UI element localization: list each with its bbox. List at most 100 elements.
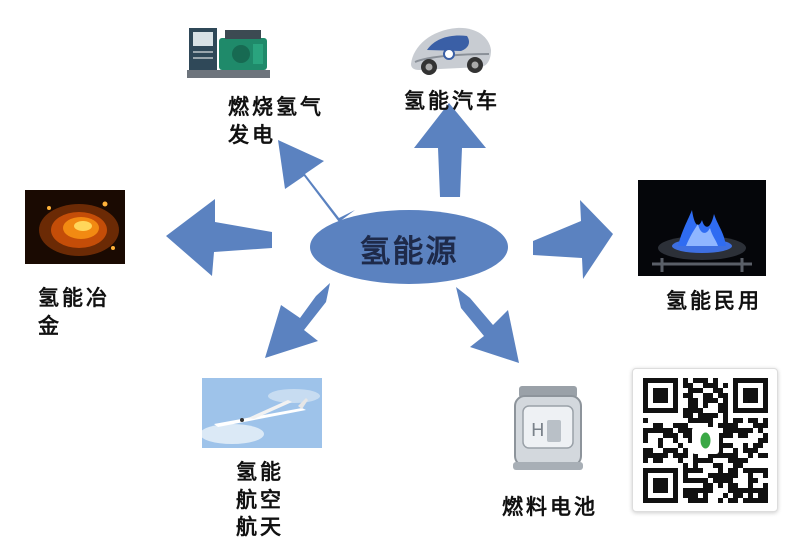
qr-module [718, 433, 723, 438]
label-line: 发电 [228, 121, 276, 147]
label-metallurgy: 氢能冶 金 [38, 284, 110, 339]
qr-module [733, 498, 738, 503]
qr-module [708, 453, 713, 458]
qr-module [718, 403, 723, 408]
qr-module [713, 388, 718, 393]
qr-module [663, 448, 668, 453]
qr-module [698, 488, 703, 493]
qr-module [753, 443, 758, 448]
qr-module [653, 428, 658, 433]
qr-module [718, 468, 723, 473]
qr-module [738, 488, 743, 493]
qr-module [693, 498, 698, 503]
qr-module [748, 453, 753, 458]
qr-module [758, 493, 763, 498]
qr-module [683, 393, 688, 398]
qr-module [723, 423, 728, 428]
center-hub [310, 210, 508, 284]
qr-module [703, 488, 708, 493]
qr-module [698, 478, 703, 483]
qr-module [653, 453, 658, 458]
qr-module [728, 498, 733, 503]
qr-module [718, 388, 723, 393]
qr-module [723, 418, 728, 423]
qr-module [733, 428, 738, 433]
qr-module [693, 408, 698, 413]
label-line: 氢能冶 [38, 285, 110, 310]
qr-module [723, 493, 728, 498]
qr-module [643, 458, 648, 463]
qr-module [718, 438, 723, 443]
molten-metal-icon [25, 190, 125, 264]
qr-module [748, 483, 753, 488]
qr-module [763, 418, 768, 423]
qr-module [643, 438, 648, 443]
qr-module [658, 423, 663, 428]
qr-module [733, 418, 738, 423]
qr-module [763, 488, 768, 493]
qr-module [743, 448, 748, 453]
qr-code-icon [632, 368, 778, 512]
qr-logo-leaf-icon [700, 432, 711, 449]
qr-module [723, 473, 728, 478]
arrow-to-fuel-cell [456, 287, 519, 363]
qr-module [728, 453, 733, 458]
qr-module [688, 478, 693, 483]
qr-module [683, 423, 688, 428]
qr-module [673, 423, 678, 428]
qr-module [703, 483, 708, 488]
qr-module [703, 413, 708, 418]
qr-module [728, 478, 733, 483]
label-line: 氢能 [236, 459, 284, 484]
qr-module [723, 403, 728, 408]
qr-module [688, 408, 693, 413]
qr-module [688, 413, 693, 418]
qr-module [658, 453, 663, 458]
qr-module [733, 423, 738, 428]
qr-module [643, 428, 648, 433]
label-combustion-power: 燃烧氢气 发电 [228, 93, 324, 148]
qr-module [688, 398, 693, 403]
qr-module [728, 458, 733, 463]
qr-module [733, 468, 738, 473]
qr-module [678, 443, 683, 448]
qr-module [693, 493, 698, 498]
label-hydrogen-car: 氢能汽车 [404, 87, 500, 115]
qr-module [703, 418, 708, 423]
qr-finder [653, 388, 668, 403]
qr-module [678, 423, 683, 428]
qr-module [738, 493, 743, 498]
qr-module [738, 418, 743, 423]
qr-module [703, 403, 708, 408]
qr-module [713, 473, 718, 478]
qr-module [703, 498, 708, 503]
qr-module [733, 463, 738, 468]
qr-module [688, 468, 693, 473]
qr-module [723, 383, 728, 388]
qr-module [743, 498, 748, 503]
qr-module [703, 378, 708, 383]
qr-module [748, 448, 753, 453]
qr-module [708, 413, 713, 418]
qr-module [728, 473, 733, 478]
qr-module [763, 498, 768, 503]
qr-module [693, 463, 698, 468]
qr-module [758, 488, 763, 493]
qr-module [693, 403, 698, 408]
qr-module [683, 448, 688, 453]
label-aerospace: 氢能 航空 航天 [236, 458, 284, 541]
qr-module [723, 478, 728, 483]
center-hub-label: 氢能源 [359, 234, 459, 270]
qr-module [723, 398, 728, 403]
qr-module [758, 443, 763, 448]
qr-module [668, 448, 673, 453]
qr-module [693, 478, 698, 483]
arrow-to-combustion-power [278, 140, 355, 222]
qr-module [683, 433, 688, 438]
qr-module [663, 453, 668, 458]
qr-module [718, 478, 723, 483]
qr-module [693, 378, 698, 383]
car-icon [405, 20, 495, 78]
qr-module [688, 393, 693, 398]
qr-module [708, 423, 713, 428]
